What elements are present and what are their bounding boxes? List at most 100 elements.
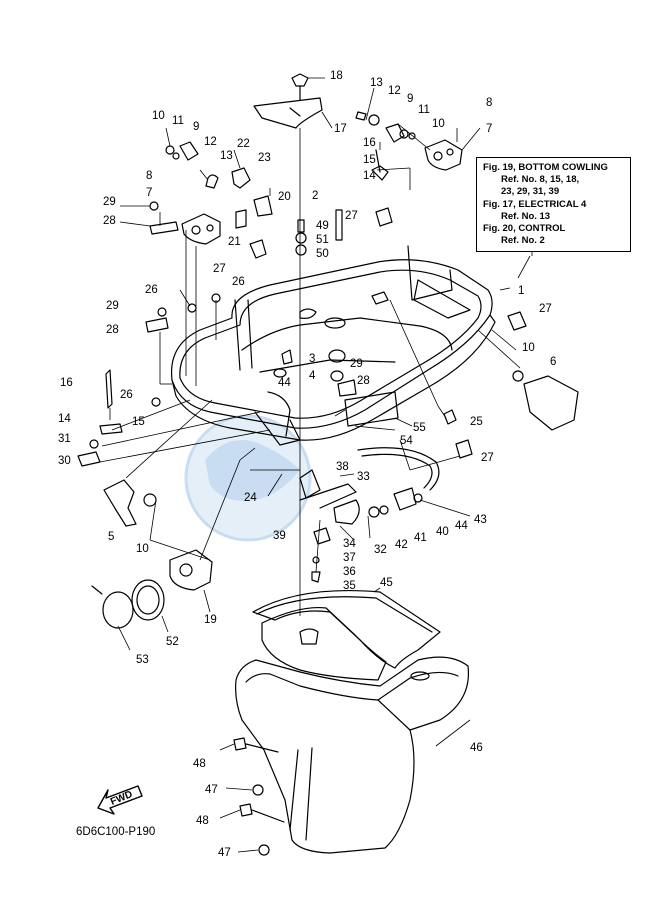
hose-fitting-assembly	[299, 447, 440, 583]
part-label: 19	[204, 614, 217, 626]
part-label: 43	[474, 514, 487, 526]
part-label: 40	[436, 526, 449, 538]
part-label: 24	[244, 492, 257, 504]
bottom-cover	[235, 590, 470, 854]
part-label: 13	[370, 77, 383, 89]
part-label: 20	[278, 191, 291, 203]
part-label: 27	[213, 263, 226, 275]
part-label: 14	[58, 413, 71, 425]
part-label: 47	[218, 847, 231, 859]
part-label: 27	[539, 303, 552, 315]
fwd-arrow-icon	[97, 785, 143, 815]
part-label: 4	[309, 370, 316, 382]
part-label: 16	[60, 377, 73, 389]
part-label: 36	[343, 566, 356, 578]
ref-line: 23, 29, 31, 39	[501, 186, 560, 198]
part-label: 18	[330, 70, 343, 82]
part-label: 41	[414, 532, 427, 544]
figure-code: 6D6C100-P190	[76, 826, 156, 838]
ref-line: Fig. 20, CONTROL	[483, 223, 566, 235]
part-label: 33	[357, 471, 370, 483]
part-label: 29	[350, 358, 363, 370]
part-label: 25	[470, 416, 483, 428]
part-label: 42	[395, 539, 408, 551]
part-label: 1	[518, 285, 525, 297]
part-label: 39	[273, 530, 286, 542]
figure-reference-box: Fig. 19, BOTTOM COWLING Ref. No. 8, 15, …	[476, 157, 631, 252]
part-label: 30	[58, 455, 71, 467]
part-label: 11	[418, 104, 430, 116]
part-label: 53	[136, 654, 149, 666]
part-label: 11	[172, 115, 184, 127]
part-label: 50	[316, 248, 329, 260]
part-label: 12	[388, 85, 401, 97]
part-label: 10	[522, 342, 535, 354]
lever-assembly-right	[355, 111, 463, 181]
lower-right-parts	[443, 311, 579, 459]
part-label: 55	[413, 422, 426, 434]
leader-lines	[99, 77, 533, 853]
part-label: 31	[58, 433, 71, 445]
part-label: 26	[120, 389, 133, 401]
watermark-logo	[184, 414, 312, 542]
part-label: 38	[336, 461, 349, 473]
part-label: 23	[258, 152, 271, 164]
part-label: 7	[486, 123, 493, 135]
part-label: 48	[196, 815, 209, 827]
part-label: 7	[146, 187, 153, 199]
part-label: 47	[205, 784, 218, 796]
part-label: 12	[204, 136, 217, 148]
part-label: 9	[407, 93, 414, 105]
part-label: 29	[103, 196, 116, 208]
part-label: 44	[278, 377, 291, 389]
part-label: 3	[309, 353, 316, 365]
part-label: 5	[108, 531, 115, 543]
part-label: 9	[193, 121, 200, 133]
part-label: 15	[132, 416, 145, 428]
part-label: 22	[237, 138, 250, 150]
part-label: 13	[220, 150, 233, 162]
part-label: 35	[343, 580, 356, 592]
part-label: 54	[400, 435, 413, 447]
part-label: 10	[136, 543, 149, 555]
bottom-cowling	[170, 245, 496, 446]
part-label: 48	[193, 758, 206, 770]
ref-line: Ref. No. 13	[501, 210, 551, 222]
part-label: 10	[432, 118, 445, 130]
lever-assembly-left	[165, 141, 273, 259]
part-label: 15	[363, 154, 376, 166]
part-label: 26	[232, 276, 245, 288]
part-label: 27	[481, 452, 494, 464]
part-label: 8	[486, 97, 493, 109]
part-label: 28	[103, 215, 116, 227]
fwd-label: FWD	[109, 789, 134, 808]
part-label: 46	[470, 742, 483, 754]
part-label: 29	[106, 300, 119, 312]
part-label: 45	[380, 577, 393, 589]
part-label: 51	[316, 234, 329, 246]
part-label: 16	[363, 137, 376, 149]
part-label: 6	[550, 356, 557, 368]
ref-line: Ref. No. 2	[501, 235, 545, 247]
ref-line: Ref. No. 8, 15, 18,	[501, 174, 580, 186]
stay-bracket	[253, 73, 323, 129]
part-label: 37	[343, 552, 356, 564]
part-label: 28	[357, 375, 370, 387]
part-label: 52	[166, 636, 179, 648]
part-label: 32	[374, 544, 387, 556]
part-label: 28	[106, 324, 119, 336]
cover-fasteners	[233, 737, 285, 856]
part-label: 27	[345, 210, 358, 222]
part-label: 26	[145, 284, 158, 296]
ref-line: Fig. 19, BOTTOM COWLING	[483, 162, 608, 173]
part-label: 2	[312, 190, 319, 202]
part-label: 17	[334, 123, 347, 135]
part-label: 14	[363, 170, 376, 182]
part-label: 44	[455, 520, 468, 532]
part-label: 8	[146, 170, 153, 182]
ref-line: Fig. 17, ELECTRICAL 4	[483, 198, 587, 210]
part-label: 21	[228, 236, 241, 248]
